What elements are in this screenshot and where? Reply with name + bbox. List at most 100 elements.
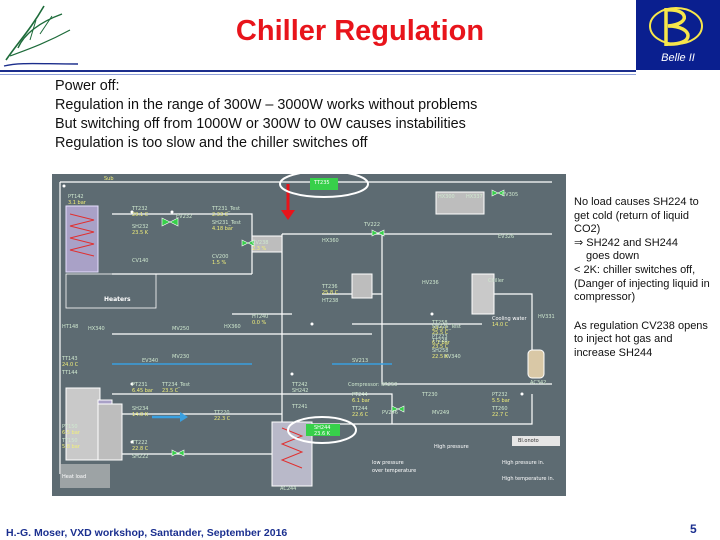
side-notes: No load causes SH224 to get cold (return…	[574, 196, 716, 361]
label-ev305: EV305	[502, 192, 519, 198]
process-piping	[59, 174, 560, 488]
value-sh232: 23.5 K	[132, 230, 149, 236]
label-hv331: HV331	[538, 314, 555, 320]
chiller-process-diagram: Sub PT142 3.1 bar TT232 29.1 C SH232 23.…	[52, 174, 566, 496]
label-hv236: HV236	[422, 280, 439, 286]
value-tt231: 2.33 C	[212, 212, 229, 218]
value-pt231: 6.45 bar	[132, 388, 154, 394]
bullet-list: Power off: Regulation in the range of 30…	[55, 77, 595, 153]
title-divider	[0, 70, 636, 72]
value-sh226: 25.5 C	[432, 330, 449, 336]
label-tt242: TT242	[292, 382, 308, 388]
note-sh242-sh244: ⇒ SH242 and SH244	[574, 236, 679, 249]
label-ac342: AC342	[530, 380, 547, 386]
value-tt232: 29.1 C	[132, 212, 149, 218]
label-sh242: SH242	[292, 388, 309, 394]
footer: H.-G. Moser, VXD workshop, Santander, Se…	[6, 527, 288, 539]
bullet-line: But switching off from 1000W or 300W to …	[55, 116, 466, 132]
label-cv200: CV200	[212, 254, 229, 260]
belle2-logo: Belle II	[636, 0, 720, 70]
page-number: 5	[690, 522, 697, 536]
label-hx337: HX337	[466, 194, 483, 200]
value-sh234: 14.0 K	[132, 412, 149, 418]
label-mv230: MV230	[172, 354, 190, 360]
value-tt260: 22.7 C	[492, 412, 509, 418]
value-cv200: 1.5 %	[212, 260, 227, 266]
label-ev326: EV326	[498, 234, 515, 240]
value-tt150: 5.8 bar	[62, 444, 80, 450]
label-tt150: TT150	[62, 438, 78, 444]
label-tt258: TT258	[432, 320, 448, 326]
label-ht148: HT148	[62, 324, 79, 330]
label-over-temp: over temperature	[372, 468, 417, 474]
label-pt232: PT232	[492, 392, 508, 398]
label-heaters: Heaters	[104, 296, 131, 303]
label-tt260: TT260	[492, 406, 508, 412]
value-tt236: 25.8 C	[322, 290, 339, 296]
label-tt222: TT222	[132, 440, 148, 446]
note-cv238: As regulation CV238 opens to inject hot …	[574, 319, 708, 359]
label-mv249: MV249	[432, 410, 450, 416]
label-hv340: HV340	[444, 354, 461, 360]
value-sh231: 4.18 bar	[212, 226, 234, 232]
value-tt234: 23.5 C	[162, 388, 179, 394]
bullet-line: Power off:	[55, 78, 120, 94]
label-warn-hp: High pressure in.	[502, 460, 545, 466]
label-compressor: Compressor: SR250	[348, 382, 398, 388]
label-hx340: HX340	[88, 326, 105, 332]
label-sub: Sub	[104, 176, 114, 182]
label-ev340: EV340	[142, 358, 159, 364]
label-pt150: PT150	[62, 424, 78, 430]
label-hx360-b: HX360	[224, 324, 241, 330]
label-tt144: TT144	[62, 370, 78, 376]
label-mv250: MV250	[172, 326, 190, 332]
value-ht240: 0.0 %	[252, 320, 267, 326]
label-tt244: TT244	[352, 406, 368, 412]
label-cv238: CV238	[252, 240, 269, 246]
label-chiller: Chiller	[488, 278, 504, 284]
note-chiller-off: < 2K: chiller switches off, (Danger of i…	[574, 263, 710, 304]
label-sh226: SH226_Test	[432, 324, 461, 330]
desy-logo	[3, 5, 79, 67]
label-tv222: TV222	[364, 222, 381, 228]
label-ht238: HT238	[322, 298, 339, 304]
label-tt230: TT230	[422, 392, 438, 398]
value-tt222: 22.8 C	[132, 446, 149, 452]
label-tt236: TT236	[322, 284, 338, 290]
label-heat-load: Heat load	[62, 474, 87, 480]
label-sh258: SH258	[432, 348, 449, 354]
label-ht240: HT240	[252, 314, 269, 320]
note-no-load: No load causes SH224 to get cold (return…	[574, 196, 699, 236]
label-sh244: SH244	[314, 425, 331, 431]
value-pt142: 3.1 bar	[68, 200, 86, 206]
value-pt232: 5.5 bar	[492, 398, 510, 404]
value-pt223: 6.1 bar	[432, 340, 450, 346]
slide-title: Chiller Regulation	[235, 15, 485, 47]
label-sh232: SH232	[132, 224, 149, 230]
label-hx360: HX360	[322, 238, 339, 244]
label-pt142: PT142	[68, 194, 84, 200]
label-cv140: CV140	[132, 258, 149, 264]
label-tt241: TT241	[292, 404, 308, 410]
value-tt143: 24.0 C	[62, 362, 79, 368]
belle2-logo-text: Belle II	[661, 52, 695, 64]
bullet-line: Regulation in the range of 300W – 3000W …	[55, 97, 478, 113]
value-sh244: 23.6 K	[314, 431, 331, 437]
value-tt228: 23.5 C	[432, 344, 449, 350]
label-tt232: TT232	[132, 206, 148, 212]
label-pt231: PT231	[132, 382, 148, 388]
label-ev232: EV232	[176, 214, 193, 220]
value-sh258: 22.5 K	[432, 354, 449, 360]
label-tt228: TT228	[432, 338, 448, 344]
title-divider-secondary	[0, 74, 636, 75]
belle2-b-glyph	[649, 7, 703, 46]
note-goes-down: goes down	[586, 250, 640, 263]
label-cooling-water: Cooling water	[492, 316, 527, 322]
value-tt244: 22.6 C	[352, 412, 369, 418]
label-pt223: PT223	[432, 334, 448, 340]
value-pt150: 6.5 bar	[62, 430, 80, 436]
label-sh234: SH234	[132, 406, 149, 412]
bullet-line: Regulation is too slow and the chiller s…	[55, 135, 368, 151]
value-cooling-water: 14.0 C	[492, 322, 509, 328]
label-hx300: HX300	[438, 194, 455, 200]
